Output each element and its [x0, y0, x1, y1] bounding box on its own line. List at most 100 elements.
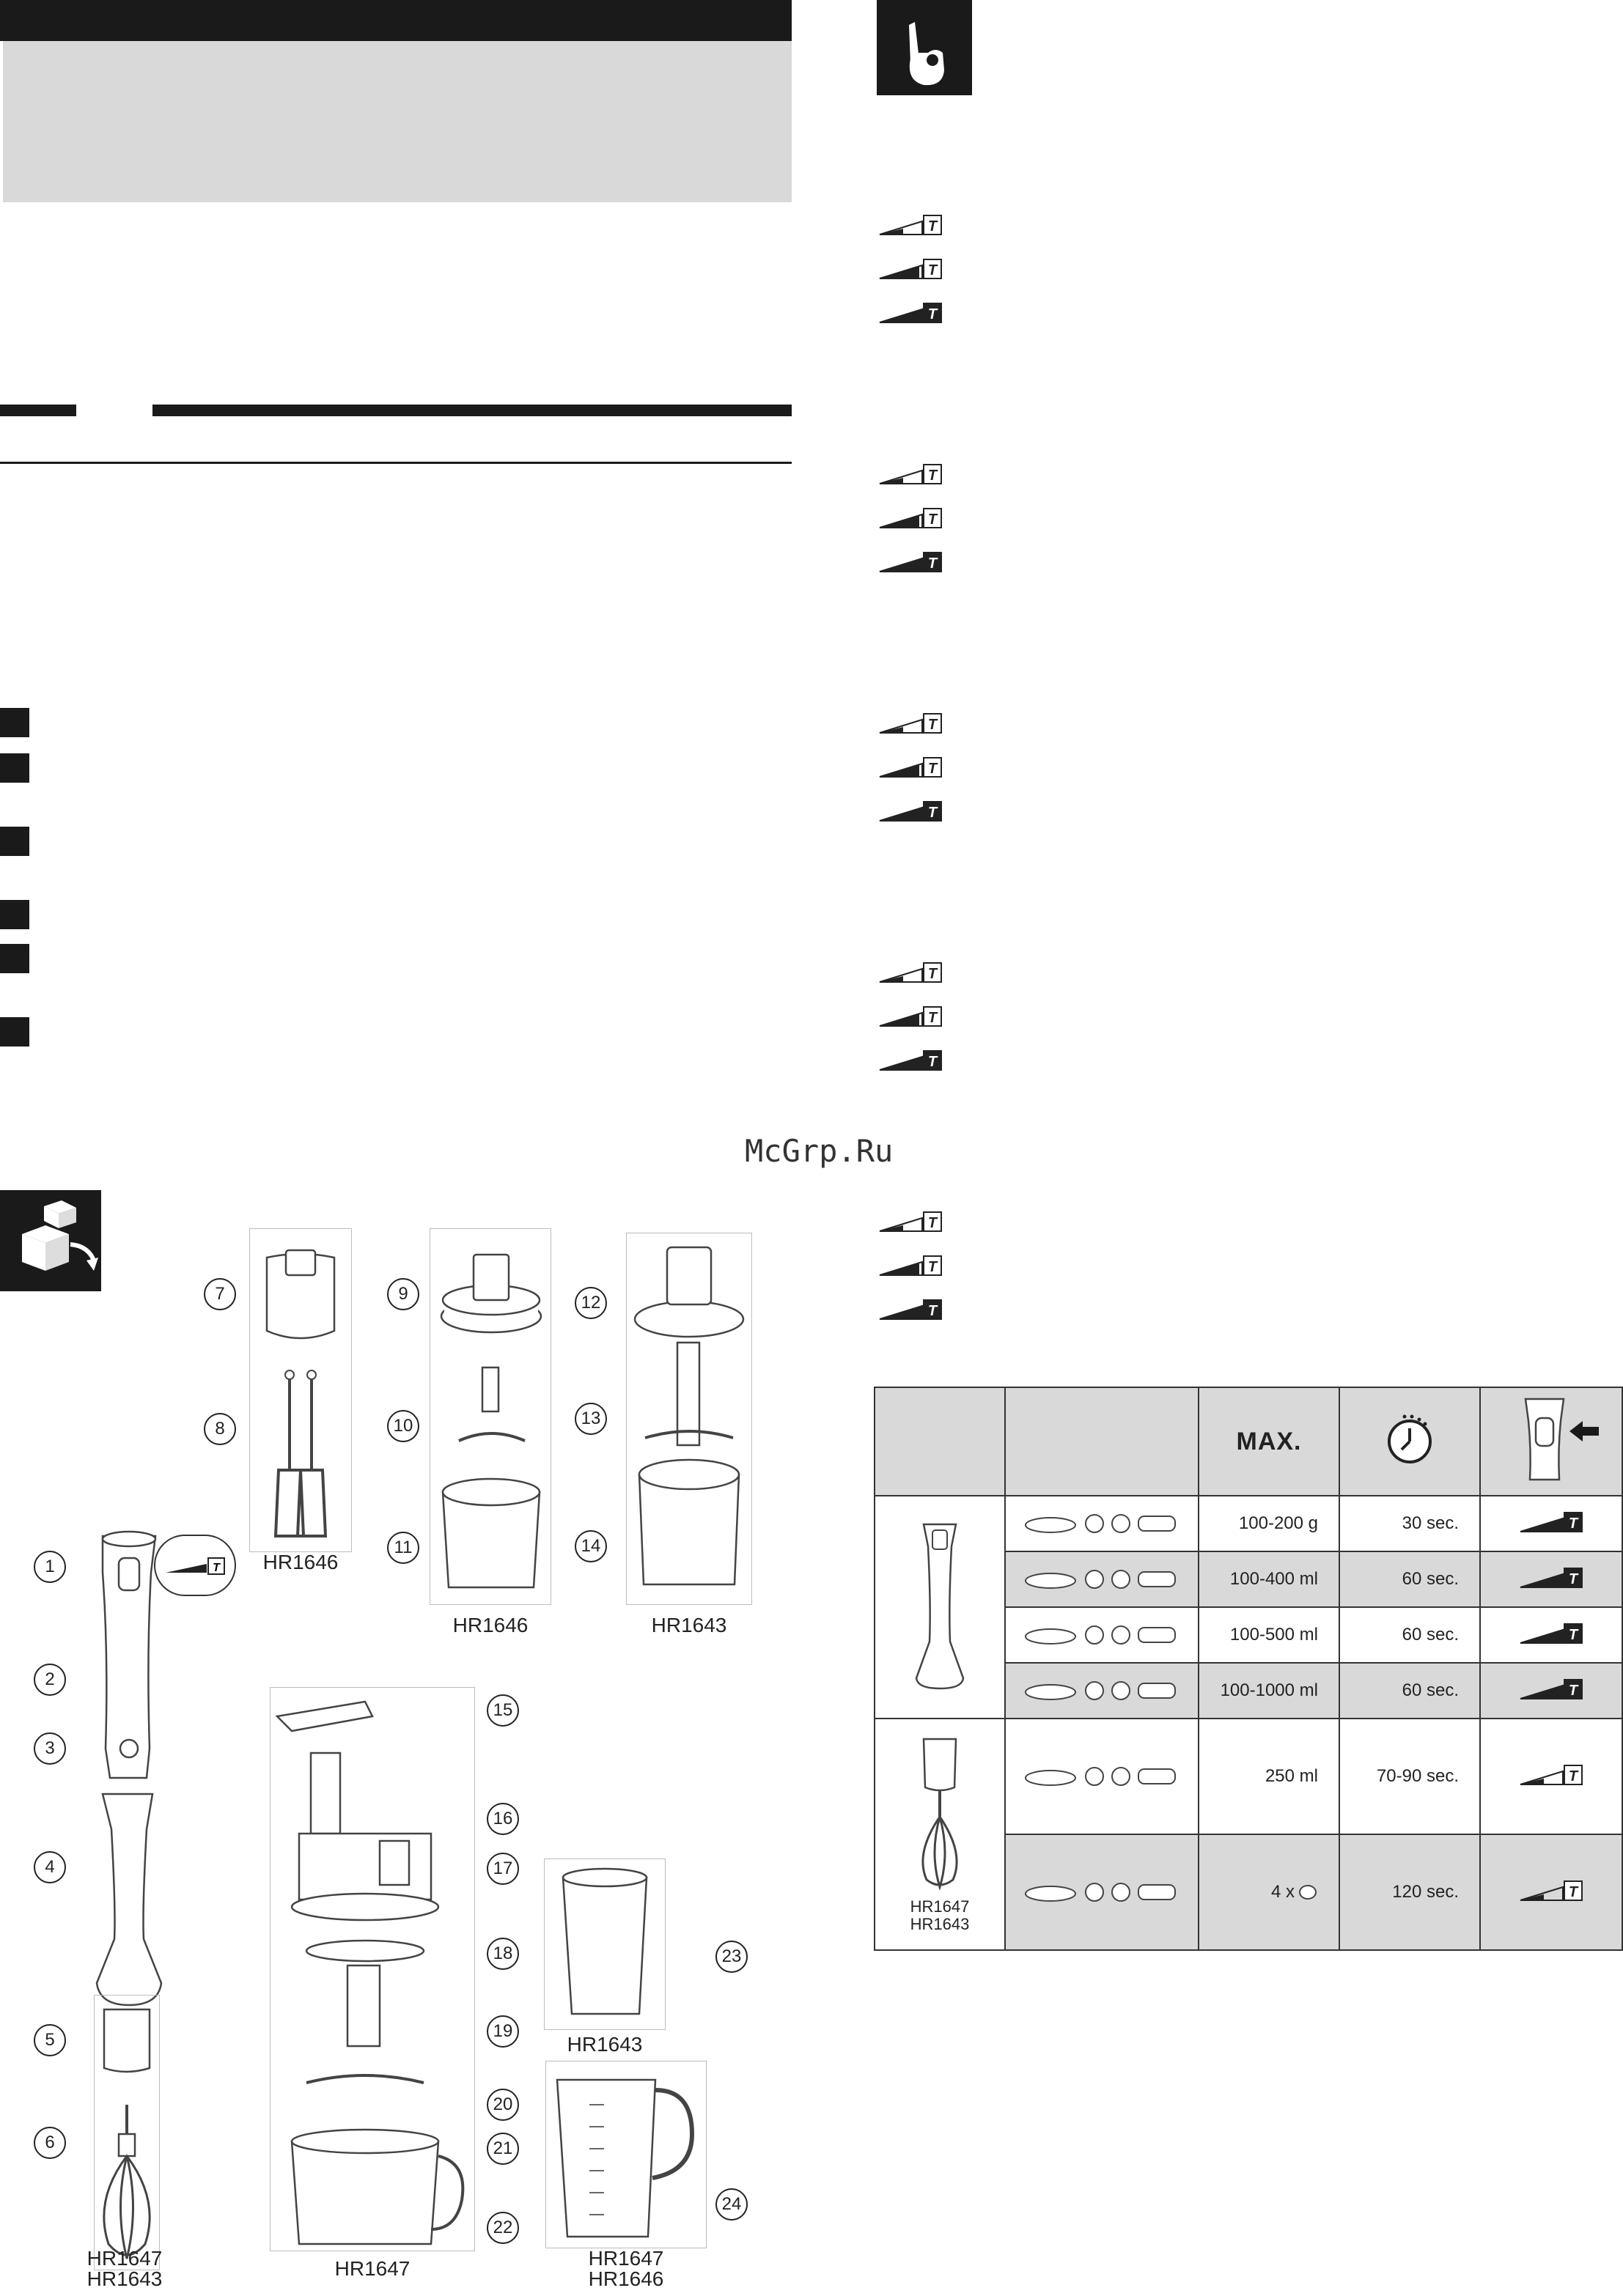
- whisk-model-1: HR1647: [910, 1897, 970, 1916]
- whisk-icon: [921, 1738, 958, 1891]
- food-icon: [1025, 1680, 1176, 1700]
- callout-18: 18: [487, 1938, 519, 1970]
- food-processor-illustration: [275, 1700, 465, 2245]
- callout-9: 9: [387, 1278, 419, 1310]
- speed-cell: T: [1479, 1662, 1623, 1719]
- callout-7: 7: [204, 1278, 236, 1310]
- callout-24: 24: [715, 2188, 748, 2221]
- step-marker-3: [0, 827, 29, 856]
- model-label-whisk: HR1647 HR1643: [73, 2248, 176, 2289]
- callout-14: 14: [575, 1530, 607, 1562]
- speed-cell: T: [1479, 1495, 1623, 1552]
- blender-shaft-icon: [915, 1523, 965, 1689]
- model-label-hr1646-chopper: HR1646: [452, 1614, 529, 1636]
- amount-cell: 4 x: [1198, 1834, 1340, 1951]
- food-icon-cell: [1004, 1606, 1199, 1664]
- speed-1-icon: T: [1520, 1880, 1583, 1901]
- header-time-cell: [1339, 1387, 1481, 1496]
- speed-3-icon: T: [1520, 1678, 1583, 1699]
- speed-3-icon: T: [1520, 1511, 1583, 1532]
- egg-icon: [1299, 1885, 1317, 1900]
- svg-text:T: T: [928, 1259, 938, 1275]
- svg-text:T: T: [928, 512, 938, 528]
- callout-13: 13: [575, 1403, 607, 1435]
- svg-text:T: T: [928, 468, 938, 484]
- callout-22: 22: [487, 2212, 519, 2244]
- attachment-blender-shaft: [874, 1495, 1006, 1719]
- model-label-hr1643-chopper: HR1643: [651, 1614, 727, 1636]
- speed-indicator: T: [877, 1048, 944, 1074]
- callout-12: 12: [575, 1287, 607, 1319]
- model-label-hr1643-whisk: HR1643: [87, 2267, 163, 2290]
- speed-1-icon: T: [879, 962, 942, 983]
- speed-selector-icon: [1524, 1398, 1599, 1480]
- svg-text:T: T: [928, 218, 938, 235]
- speed-indicator: T: [877, 960, 944, 986]
- speed-cell: T: [1479, 1718, 1623, 1835]
- svg-text:T: T: [928, 262, 938, 278]
- svg-text:T: T: [1569, 1884, 1579, 1900]
- model-label-hr1647-jug: HR1647: [588, 2247, 664, 2270]
- speed-3-icon: T: [879, 552, 942, 572]
- step-marker-1: [0, 708, 29, 737]
- model-label-hr1643-beaker: HR1643: [567, 2033, 643, 2056]
- svg-text:T: T: [213, 1562, 221, 1574]
- speed-indicator: T: [877, 506, 944, 532]
- speed-indicator: T: [877, 1209, 944, 1236]
- callout-16: 16: [487, 1803, 519, 1835]
- speed-indicator: T: [877, 550, 944, 576]
- svg-text:T: T: [1569, 1571, 1579, 1587]
- beaker-illustration: [562, 1867, 648, 2015]
- food-icon: [1025, 1569, 1176, 1589]
- food-icon: [1025, 1766, 1176, 1786]
- svg-text:T: T: [928, 1303, 938, 1319]
- speed-3-icon: T: [1520, 1623, 1583, 1644]
- time-cell: 60 sec.: [1339, 1551, 1481, 1608]
- chopper-hr1643-illustration: [633, 1246, 745, 1586]
- whisk-coupling-illustration: [103, 2008, 151, 2259]
- speed-3-icon: T: [879, 303, 942, 323]
- frame-hr1643-chopper: [626, 1233, 752, 1605]
- frame-hr1647-processor: [270, 1687, 475, 2251]
- callout-8: 8: [204, 1413, 236, 1445]
- section-bar-short: [0, 405, 76, 416]
- speed-button-zoom: T: [154, 1535, 236, 1596]
- step-marker-2: [0, 753, 29, 783]
- svg-text:T: T: [1569, 1683, 1579, 1699]
- header-attachment-cell: [874, 1387, 1006, 1496]
- model-label-hr1646: HR1646: [262, 1551, 339, 1573]
- callout-3: 3: [34, 1732, 66, 1765]
- speed-1-icon: T: [879, 464, 942, 484]
- speed-2-icon: T: [879, 259, 942, 279]
- speed-1-icon: T: [879, 1211, 942, 1232]
- time-cell: 120 sec.: [1339, 1834, 1481, 1951]
- svg-text:T: T: [1569, 1768, 1579, 1784]
- speed-1-icon: T: [1520, 1764, 1583, 1785]
- frame-hr1646-chopper: [430, 1228, 551, 1605]
- whisk-attachment-illustration: [265, 1249, 336, 1538]
- svg-text:T: T: [928, 306, 938, 322]
- amount-cell: 100-1000 ml: [1198, 1662, 1340, 1719]
- motor-unit-illustration: [95, 1530, 163, 2007]
- speed-3-icon: T: [879, 1050, 942, 1071]
- callout-10: 10: [387, 1410, 419, 1442]
- speed-indicator: T: [877, 711, 944, 737]
- food-icon-cell: [1004, 1718, 1199, 1835]
- time-cell: 70-90 sec.: [1339, 1718, 1481, 1835]
- speed-1-icon: T: [879, 713, 942, 734]
- callout-6: 6: [34, 2127, 66, 2159]
- watermark: McGrp.Ru: [745, 1133, 894, 1169]
- model-label-hr1646-jug: HR1646: [588, 2267, 664, 2290]
- svg-text:T: T: [928, 555, 938, 572]
- unpack-box-icon: [0, 1190, 101, 1291]
- food-icon-cell: [1004, 1662, 1199, 1719]
- speed-2-icon: T: [879, 1006, 942, 1027]
- frame-measuring-jug: [545, 2061, 707, 2248]
- food-icon-cell: [1004, 1551, 1199, 1608]
- header-max-cell: MAX.: [1198, 1387, 1340, 1496]
- speed-indicator: T: [877, 213, 944, 239]
- callout-2: 2: [34, 1664, 66, 1696]
